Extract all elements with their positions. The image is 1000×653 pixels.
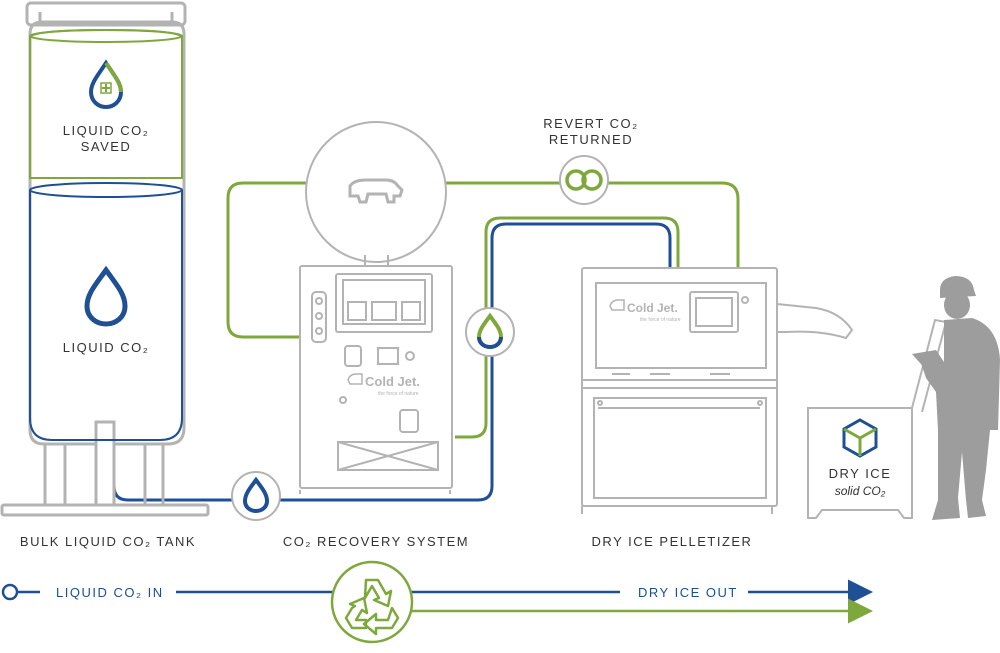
recovery-brand-text: Cold Jet.: [365, 374, 420, 389]
pelletizer-tagline: the force of nature: [640, 317, 681, 323]
recycle-node: [330, 560, 414, 644]
revert-loop-icon: [565, 169, 603, 191]
revert-label-2: RETURNED: [549, 132, 633, 147]
pipes: [112, 181, 740, 502]
green-pipe-inner: [455, 216, 680, 439]
recycle-icon: [344, 578, 400, 636]
pelletizer-caption: DRY ICE PELLETIZER: [592, 534, 753, 549]
droplet-blue-icon: [242, 476, 270, 514]
flow-out-label: DRY ICE OUT: [638, 585, 738, 600]
dry-ice-label: DRY ICE: [829, 466, 892, 481]
tank-liquid-section: [29, 190, 183, 441]
dry-ice-sublabel: solid CO₂: [835, 484, 886, 498]
tank-liquid-label: LIQUID CO₂: [63, 340, 150, 355]
cube-icon: [842, 418, 878, 458]
green-pipe-revert: [443, 181, 740, 268]
droplet-green-blue-icon: [476, 312, 504, 350]
recovery-sphere: [305, 121, 447, 263]
recovery-tagline: the force of nature: [378, 391, 419, 397]
recovery-caption: CO₂ RECOVERY SYSTEM: [283, 534, 469, 549]
droplet-node-pipe: [465, 307, 515, 357]
recovery-brand: Cold Jet. the force of nature: [347, 373, 420, 397]
tank-caption: BULK LIQUID CO₂ TANK: [20, 534, 196, 549]
blue-pipe-liquid: [112, 222, 672, 502]
droplet-icon: [84, 265, 128, 327]
tank-saved-surface: [29, 29, 183, 43]
polar-bear-logo-icon: [348, 178, 404, 204]
pelletizer-brand-text: Cold Jet.: [627, 301, 678, 315]
tank-top-cap: [25, 1, 187, 27]
droplet-node-bottom: [231, 471, 281, 521]
flow-in-label: LIQUID CO₂ IN: [56, 585, 164, 600]
revert-label-1: REVERT CO₂: [543, 116, 638, 131]
flow-legend: LIQUID CO₂ IN DRY ICE OUT: [1, 560, 873, 644]
droplet-plus-icon: [88, 59, 124, 110]
green-pipe-left: [226, 181, 340, 339]
tank-saved-section: [29, 28, 183, 179]
worker-figure: [912, 276, 1000, 520]
recovery-system: [299, 121, 453, 494]
tank-liquid-surface: [29, 182, 183, 198]
pelletizer-brand: Cold Jet. the force of nature: [609, 299, 681, 323]
tank-saved-label-1: LIQUID CO₂: [63, 123, 150, 138]
tank-saved-label-2: SAVED: [81, 139, 132, 154]
bulk-tank: [0, 1, 210, 517]
pelletizer: [581, 267, 854, 514]
flow-start-node: [1, 583, 19, 601]
revert-node: [559, 155, 609, 205]
